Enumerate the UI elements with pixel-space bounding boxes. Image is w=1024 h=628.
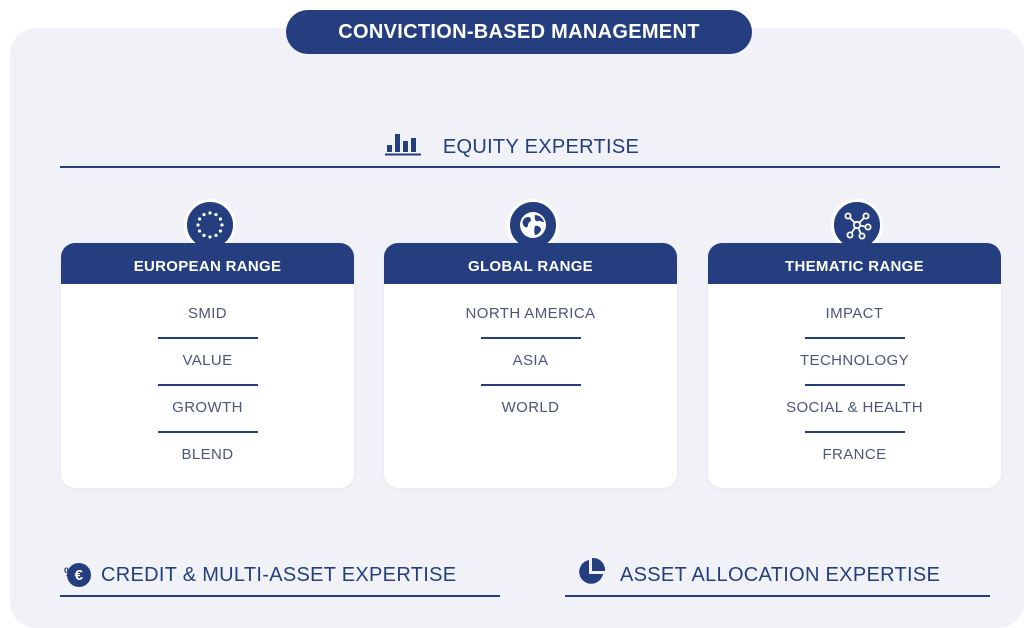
asset-allocation-label: ASSET ALLOCATION EXPERTISE [620, 563, 941, 586]
range-item-world: WORLD [384, 384, 677, 431]
eu-stars-icon [184, 199, 236, 251]
range-item-value: VALUE [61, 337, 354, 384]
global-range-card: GLOBAL RANGE NORTH AMERICA ASIA WORLD [384, 243, 677, 488]
percent-euro-icon: % € [64, 563, 91, 587]
allocation-divider [565, 595, 990, 597]
range-item-smid: SMID [187, 305, 228, 322]
page-title: CONVICTION-BASED MANAGEMENT [286, 10, 752, 54]
thematic-range-list: IMPACT TECHNOLOGY SOCIAL & HEALTH FRANCE [708, 290, 1001, 478]
global-range-title: GLOBAL RANGE [384, 243, 677, 284]
european-range-card: EUROPEAN RANGE SMID VALUE GROWTH BLEND [61, 243, 354, 488]
thematic-range-card: THEMATIC RANGE IMPACT TECHNOLOGY SOCIAL … [708, 243, 1001, 488]
globe-icon [507, 199, 559, 251]
range-item-impact: IMPACT [825, 305, 884, 322]
asset-allocation-heading: ASSET ALLOCATION EXPERTISE [576, 557, 941, 593]
equity-expertise-heading: EQUITY EXPERTISE [0, 133, 1024, 161]
bar-chart-icon [384, 132, 423, 162]
european-range-list: SMID VALUE GROWTH BLEND [61, 290, 354, 478]
range-item-technology: TECHNOLOGY [708, 337, 1001, 384]
global-range-list: NORTH AMERICA ASIA WORLD [384, 290, 677, 431]
european-range-title: EUROPEAN RANGE [61, 243, 354, 284]
credit-expertise-label: CREDIT & MULTI-ASSET EXPERTISE [100, 563, 457, 586]
range-item-growth: GROWTH [61, 384, 354, 431]
euro-coin: € [66, 563, 91, 587]
credit-expertise-heading: % € CREDIT & MULTI-ASSET EXPERTISE [64, 558, 456, 592]
network-icon [831, 199, 883, 251]
range-item-blend: BLEND [61, 431, 354, 478]
page-title-text: CONVICTION-BASED MANAGEMENT [338, 20, 700, 43]
pie-chart-icon [576, 557, 606, 593]
equity-divider [60, 166, 1000, 168]
range-item-north-america: NORTH AMERICA [465, 305, 596, 322]
equity-expertise-label: EQUITY EXPERTISE [442, 135, 640, 158]
thematic-range-title: THEMATIC RANGE [708, 243, 1001, 284]
credit-divider [60, 595, 500, 597]
range-item-social-health: SOCIAL & HEALTH [708, 384, 1001, 431]
range-item-france: FRANCE [708, 431, 1001, 478]
range-item-asia: ASIA [384, 337, 677, 384]
